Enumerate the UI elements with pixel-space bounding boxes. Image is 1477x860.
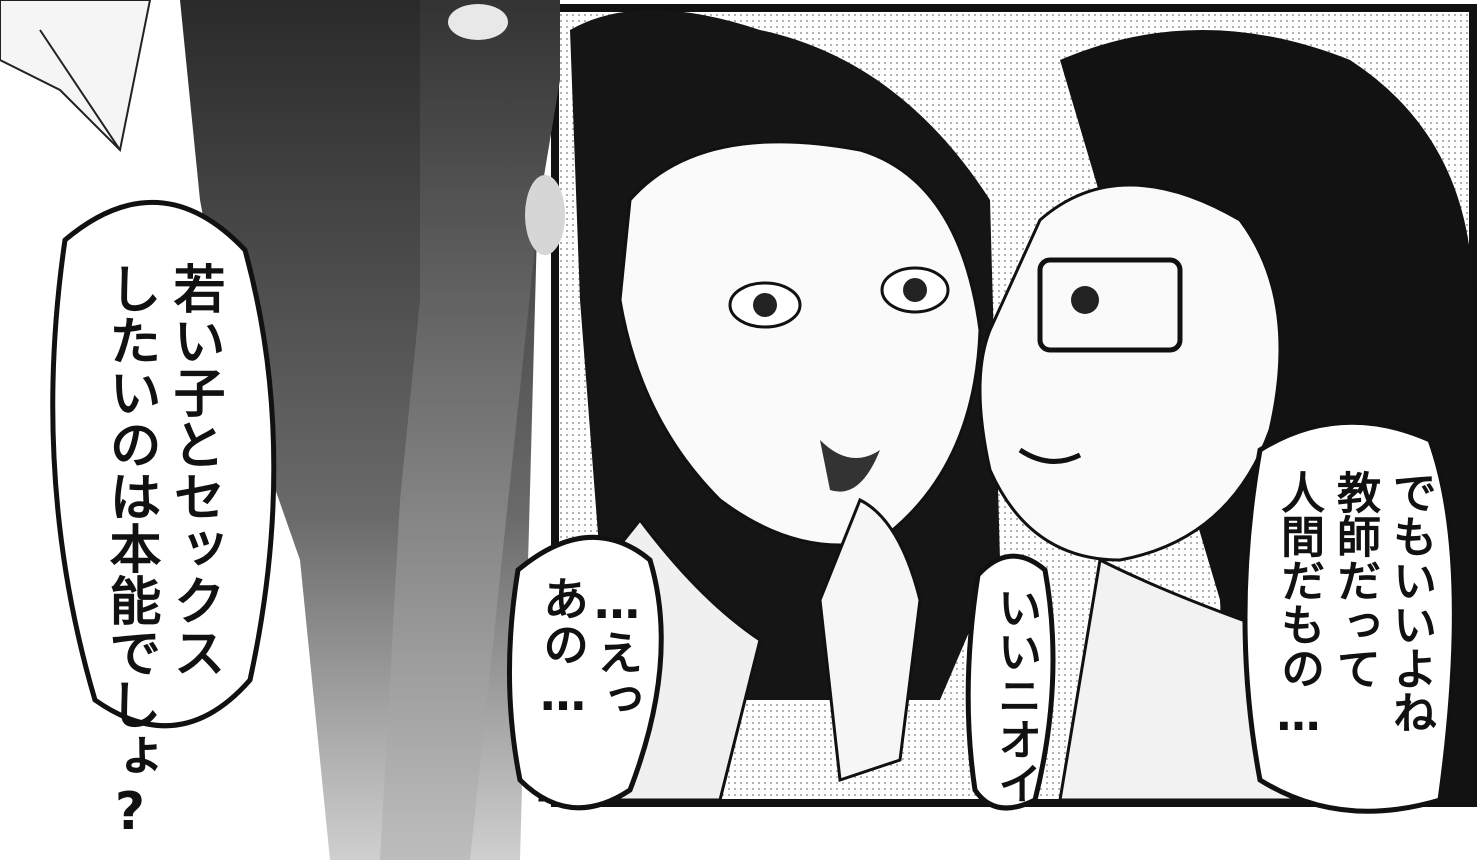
bubble-center-line-1: …えっ — [590, 575, 644, 721]
bubble-center-line-2: あの… — [536, 575, 590, 721]
speech-bubble-center-text: …えっ あの… — [528, 575, 644, 775]
bubble-right-line-1: でもいいよね — [1385, 470, 1436, 734]
schoolgirl-illustration — [538, 10, 1000, 802]
speech-bubble-right-shape — [1242, 419, 1457, 814]
bubble-right-line-2: 教師だって — [1329, 470, 1380, 690]
bubble-right-line-3: 人間だもの… — [1273, 470, 1324, 741]
bubble-small-line-1: いいニオイ — [990, 585, 1041, 805]
speech-bubble-small-text: いいニオイ — [985, 585, 1041, 805]
bubble-left-line-1: 若い子とセックス — [164, 262, 224, 678]
speech-bubble-left-shape — [50, 200, 277, 729]
speech-bubble-right-text: でもいいよね 教師だって 人間だもの… — [1268, 470, 1438, 780]
bubble-left-line-2: したいのは本能でしょ? — [100, 262, 160, 842]
speech-bubble-center-shape — [506, 534, 664, 811]
speech-bubble-left-text: 若い子とセックス したいのは本能でしょ? — [88, 262, 226, 842]
stocking-legs-illustration — [0, 0, 565, 860]
speech-bubble-small-shape — [965, 553, 1056, 811]
